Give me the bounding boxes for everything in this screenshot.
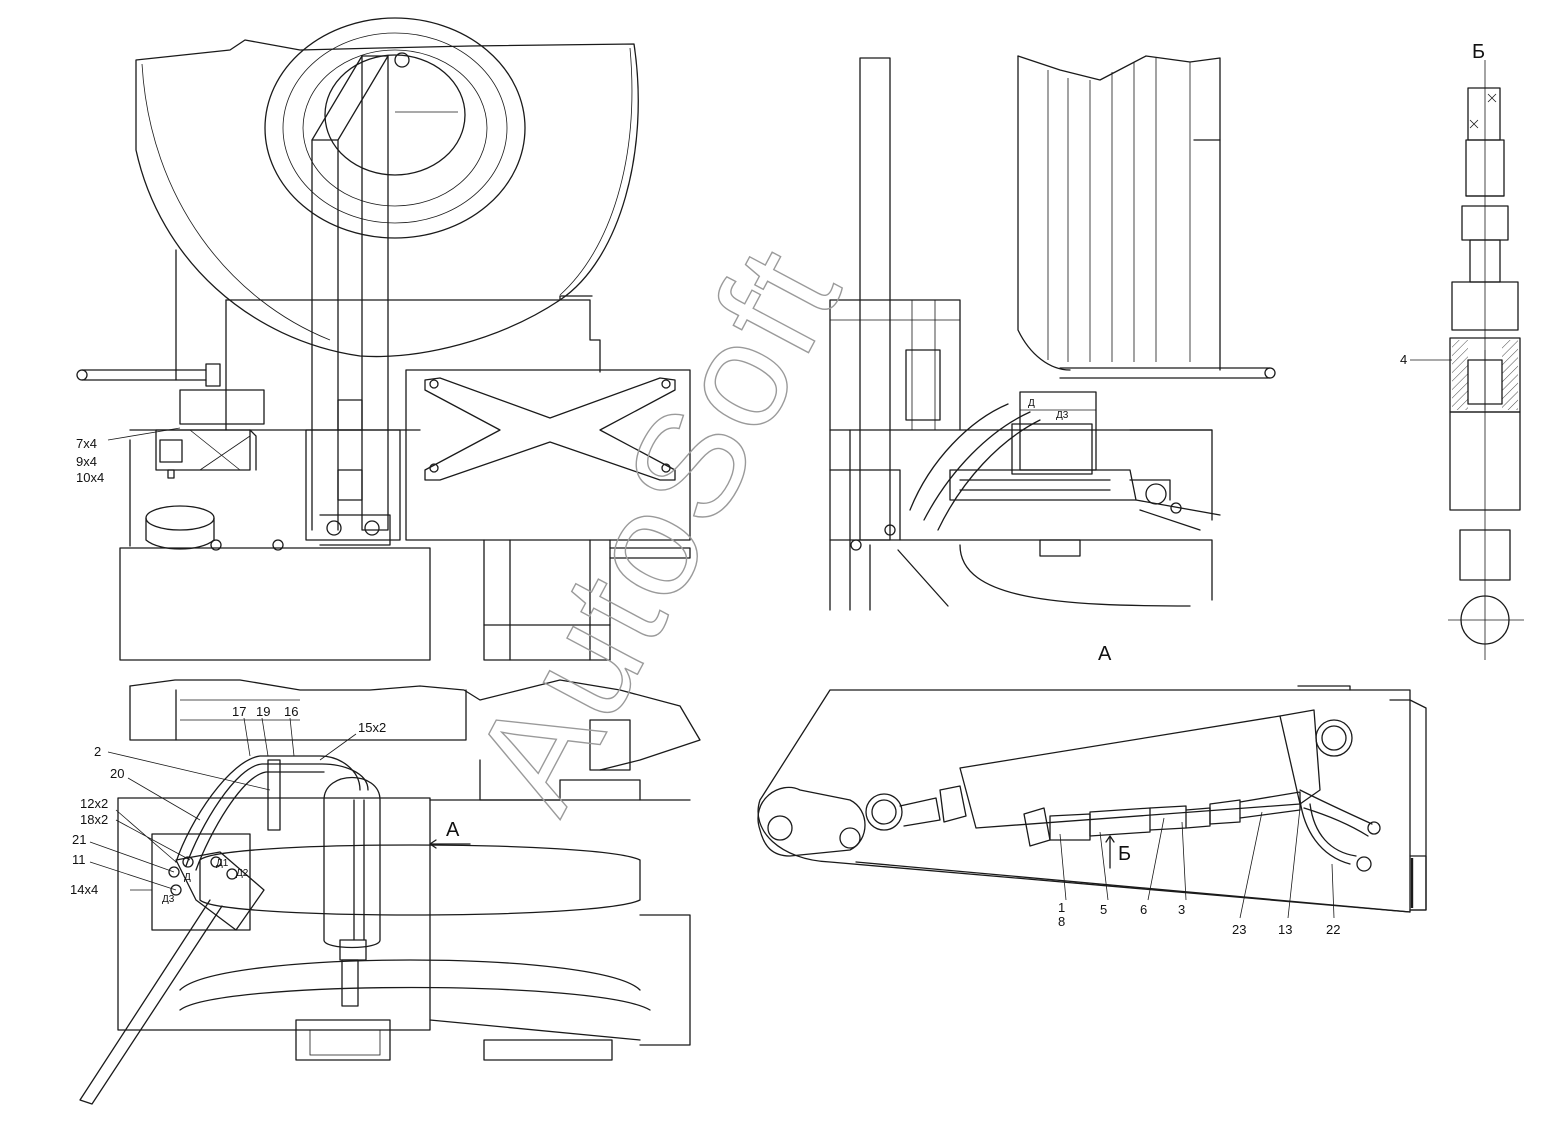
label-19: 19 <box>256 704 270 719</box>
port-label-d: Д <box>184 872 191 883</box>
label-5: 5 <box>1100 902 1107 917</box>
label-21: 21 <box>72 832 86 847</box>
watermark: AutoSoft <box>440 220 873 835</box>
label-3: 3 <box>1178 902 1185 917</box>
label-12x2: 12x2 <box>80 796 108 811</box>
label-9x4: 9x4 <box>76 454 97 469</box>
top-middle-view: Д Д3 <box>829 55 1276 611</box>
top-left-view <box>76 17 691 661</box>
view-b-title: Б <box>1472 41 1485 63</box>
port-label-d2: Д2 <box>236 868 249 879</box>
label-22: 22 <box>1326 922 1340 937</box>
label-11: 11 <box>72 852 86 867</box>
label-2: 2 <box>94 744 101 759</box>
bottom-left-view: А 17 19 16 15x2 2 20 12x2 18x2 21 11 14x… <box>70 679 701 1105</box>
label-15x2: 15x2 <box>358 720 386 735</box>
label-17: 17 <box>232 704 246 719</box>
label-10x4: 10x4 <box>76 470 104 485</box>
label-7x4: 7x4 <box>76 436 97 451</box>
view-a-title: А <box>1098 643 1112 665</box>
label-1: 1 <box>1058 900 1065 915</box>
view-a-arrow-label: А <box>446 819 460 841</box>
view-b-arrow-label: Б <box>1118 843 1131 865</box>
label-8: 8 <box>1058 914 1065 929</box>
label-14x4: 14x4 <box>70 882 98 897</box>
label-13: 13 <box>1278 922 1292 937</box>
port-label-d3-top: Д3 <box>1056 410 1069 421</box>
top-left-labels: 7x4 9x4 10x4 <box>76 427 181 485</box>
port-label-d3: Д3 <box>162 894 175 905</box>
label-4: 4 <box>1400 352 1407 367</box>
view-a: А Б 1 8 5 6 <box>757 643 1427 937</box>
label-16: 16 <box>284 704 298 719</box>
view-b: Б 4 <box>1400 41 1524 660</box>
label-18x2: 18x2 <box>80 812 108 827</box>
label-23: 23 <box>1232 922 1246 937</box>
label-6: 6 <box>1140 902 1147 917</box>
port-label-d-top: Д <box>1028 398 1035 409</box>
port-label-d1: Д1 <box>216 858 229 869</box>
label-20: 20 <box>110 766 124 781</box>
